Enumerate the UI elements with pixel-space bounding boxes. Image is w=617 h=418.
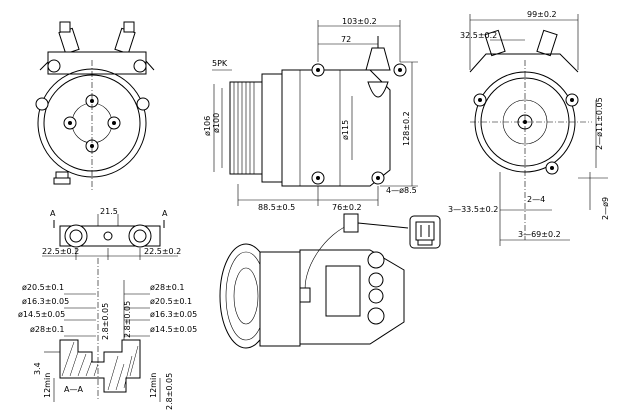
dim-dia-100: ø100	[212, 113, 221, 133]
dim-holes-8-5: 4—ø8.5	[386, 186, 417, 195]
dim-holes-11: 2—ø11±0.05	[595, 97, 604, 150]
pulley-label: 5PK	[212, 59, 228, 68]
dim-dia-14-5-right: ø14.5±0.05	[150, 325, 197, 334]
dim-128: 128±0.2	[402, 111, 411, 146]
dim-dia-16-3-left: ø16.3±0.05	[22, 297, 69, 306]
fitting-top-view: A A 21.5 22.5±0.2 22.5±0.2	[42, 207, 181, 260]
dim-72: 72	[341, 35, 351, 44]
dim-99: 99±0.2	[527, 10, 557, 19]
dim-dia-20-5-right: ø20.5±0.1	[150, 297, 192, 306]
dim-dia-20-5-left: ø20.5±0.1	[22, 283, 64, 292]
dim-88-5: 88.5±0.5	[258, 203, 295, 212]
connector-detail	[409, 215, 441, 249]
dim-2-4: 2—4	[527, 195, 545, 204]
dim-21-5: 21.5	[100, 207, 118, 216]
dim-32-5: 32.5±0.2	[460, 31, 497, 40]
dim-22-5-left: 22.5±0.2	[42, 247, 79, 256]
dim-22-5-right: 22.5±0.2	[144, 247, 181, 256]
dim-76: 76±0.2	[332, 203, 362, 212]
front-view-left	[35, 21, 155, 190]
dim-dia-28-left: ø28±0.1	[30, 325, 65, 334]
dim-2-8-a: 2.8±0.05	[101, 303, 110, 340]
dim-dia-14-5-left: ø14.5±0.05	[18, 310, 65, 319]
dim-dia-106: ø106	[203, 116, 212, 136]
section-mark-a-left: A	[50, 209, 56, 218]
dim-dia-115: ø115	[341, 120, 350, 140]
section-label-aa: A—A	[64, 385, 83, 394]
dim-dia-16-3-right: ø16.3±0.05	[150, 310, 197, 319]
compressor-isometric	[219, 213, 409, 349]
dim-dia-9: 2—ø9	[601, 197, 610, 220]
dim-3-4: 3.4	[33, 362, 42, 375]
dim-2-8-b: 2.8±0.05	[123, 301, 132, 338]
dim-12min-b: 12min	[149, 373, 158, 398]
hatch-lines	[61, 341, 139, 391]
section-mark-a-right: A	[162, 209, 168, 218]
dim-12min-a: 12min	[43, 373, 52, 398]
section-aa: ø20.5±0.1 ø16.3±0.05 ø14.5±0.05 ø28±0.1 …	[18, 258, 197, 410]
dim-103: 103±0.2	[342, 17, 377, 26]
dim-69: 3—69±0.2	[518, 230, 561, 239]
rear-view-right: 99±0.2 32.5±0.2 2—ø11±0.05 2—ø9 2—4 3—33…	[448, 10, 610, 246]
side-view: 103±0.2 72 ø106 ø100 5PK ø115 128±0.2 88…	[203, 17, 418, 212]
dim-dia-28-right: ø28±0.1	[150, 283, 185, 292]
dim-2-8-c: 2.8±0.05	[165, 373, 174, 410]
dim-33-5: 3—33.5±0.2	[448, 205, 498, 214]
